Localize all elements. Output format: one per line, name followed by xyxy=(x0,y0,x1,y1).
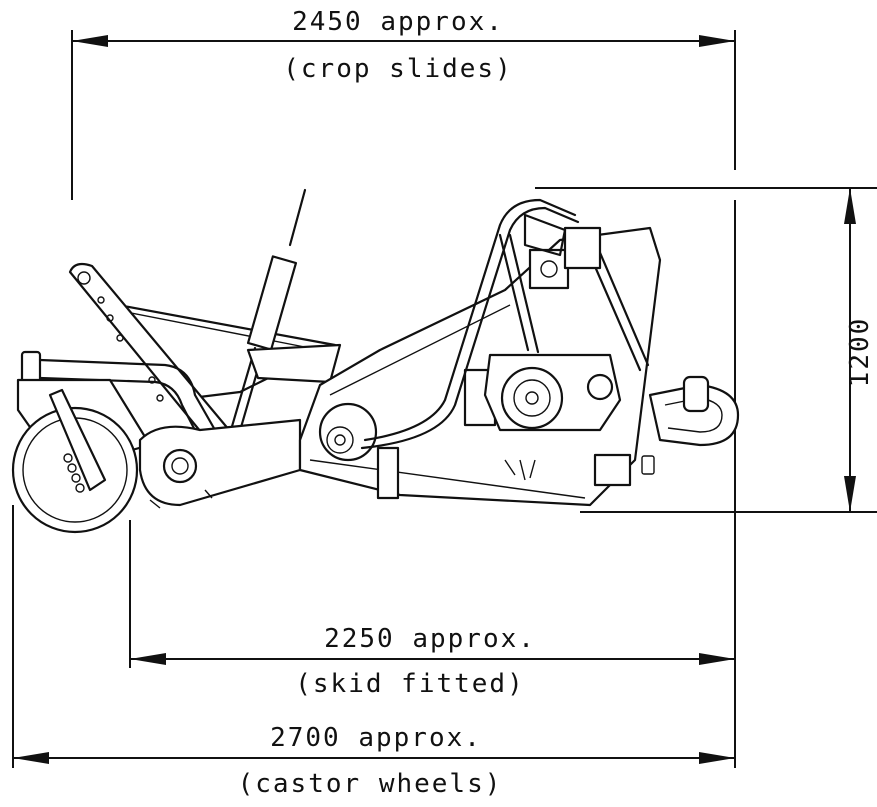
lift-arm xyxy=(68,262,252,472)
dimension-crop-slides: 2450 approx. (crop slides) xyxy=(71,7,736,200)
arrowhead-left xyxy=(72,35,108,47)
arrowhead-bottom xyxy=(844,476,856,512)
dimension-value: 2450 approx. xyxy=(292,7,504,37)
front-hitch xyxy=(648,375,740,447)
cutter-gearbox-front xyxy=(318,402,400,500)
arrowhead-right xyxy=(699,35,735,47)
arrowhead-right xyxy=(699,653,735,665)
dimension-note: (skid fitted) xyxy=(295,669,525,699)
dimension-note: (crop slides) xyxy=(283,54,513,84)
dimension-skid-fitted: 2250 approx. (skid fitted) xyxy=(129,200,736,699)
dimension-value: 2250 approx. xyxy=(324,624,536,654)
arrowhead-left xyxy=(13,752,49,764)
arrowhead-left xyxy=(130,653,166,665)
hydraulic-hoses xyxy=(360,198,650,450)
castor-wheel xyxy=(11,388,139,534)
dimension-value: 2700 approx. xyxy=(270,723,482,753)
cutter-gearbox-center xyxy=(483,353,622,481)
mower-side-elevation xyxy=(11,188,740,534)
valve-block xyxy=(523,213,602,290)
dimension-value: 1200 xyxy=(845,317,875,388)
dimension-height: 1200 xyxy=(535,187,877,513)
arrowhead-right xyxy=(699,752,735,764)
rear-roller xyxy=(138,418,302,509)
hydraulic-cylinder xyxy=(226,188,342,450)
dimension-castor-wheels: 2700 approx. (castor wheels) xyxy=(12,505,736,799)
dimension-note: (castor wheels) xyxy=(238,769,503,799)
arrowhead-top xyxy=(844,188,856,224)
